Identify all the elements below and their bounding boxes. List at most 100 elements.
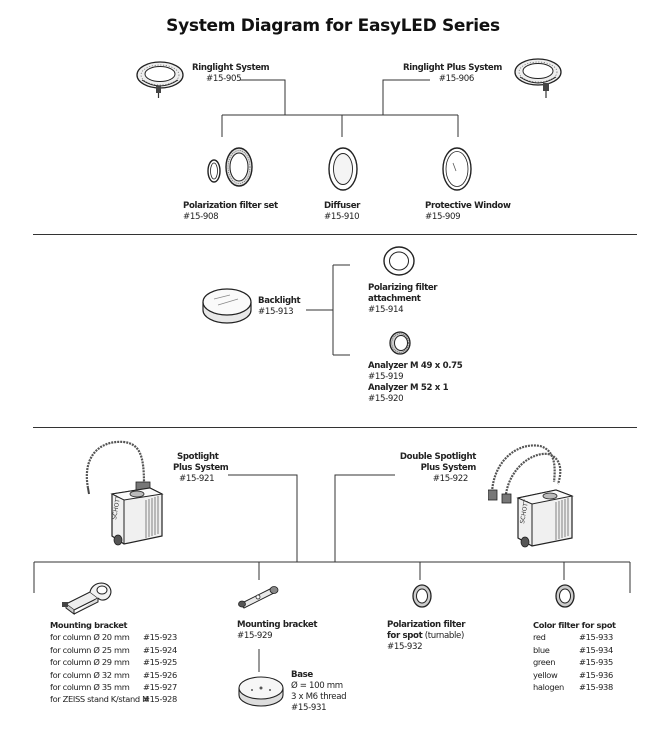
row-code: #15-927 (143, 681, 177, 692)
double-spotlight-icon: SCHOTT (488, 444, 574, 548)
ringlight-icon (136, 61, 184, 98)
table-row: yellow #15-936 (533, 669, 653, 681)
polarizing-attachment-icon (383, 246, 415, 276)
row-code: #15-935 (579, 657, 613, 668)
mounting-bracket-rod-name: Mounting bracket (237, 620, 318, 630)
protective-window-label: Protective Window #15-909 (425, 201, 511, 223)
protective-window-code: #15-909 (425, 212, 461, 222)
polarization-spot-note: (turnable) (424, 631, 465, 641)
row-label: yellow (533, 669, 558, 680)
row-code: #15-923 (143, 632, 177, 643)
row-label: for column Ø 29 mm (50, 657, 130, 668)
spotlight-connector (228, 474, 298, 562)
row-label: for column Ø 25 mm (50, 644, 130, 655)
row-code: #15-936 (579, 669, 613, 680)
color-filter-icon (555, 584, 575, 608)
double-spotlight-connector (334, 474, 395, 562)
mounting-bracket-rod-code: #15-929 (237, 631, 273, 641)
spotlight-label: Spotlight Plus System #15-921 (173, 452, 229, 485)
mounting-bracket-rod-label: Mounting bracket #15-929 (237, 620, 317, 642)
base-label: Base Ø = 100 mm 3 x M6 thread #15-931 (291, 670, 347, 714)
diffuser-name: Diffuser (324, 201, 361, 211)
table-row: red #15-933 (533, 631, 653, 643)
ringlight-name: Ringlight System (192, 63, 270, 73)
polarization-spot-label: Polarization filter for spot (turnable) … (387, 620, 466, 653)
row-code: #15-934 (579, 644, 613, 655)
protective-window-icon (442, 147, 472, 191)
row-code: #15-926 (143, 669, 177, 680)
ringlight-plus-icon (514, 58, 562, 98)
table-row: for column Ø 29 mm #15-925 (50, 656, 190, 668)
analyzer-code2: #15-920 (368, 394, 404, 404)
base-diameter: Ø = 100 mm (291, 681, 343, 691)
spotlight-name2: Plus System (173, 463, 229, 473)
polarizing-attachment-label: Polarizing filter attachment #15-914 (368, 283, 438, 316)
row-label: for ZEISS stand K/stand M (50, 694, 149, 705)
row-label: for column Ø 20 mm (50, 632, 130, 643)
polarization-spot-filter-icon (412, 584, 432, 608)
table-row: blue #15-934 (533, 644, 653, 656)
polarization-set-name: Polarization filter set (183, 201, 278, 211)
analyzer-name2: Analyzer M 52 x 1 (368, 383, 449, 393)
ringlight-plus-code: #15-906 (438, 74, 475, 84)
ringlight-plus-connector (382, 79, 430, 115)
svg-text:SCHOTT: SCHOTT (519, 499, 530, 525)
polarization-spot-code: #15-932 (387, 642, 423, 652)
base-code: #15-931 (291, 703, 327, 713)
diffuser-label: Diffuser #15-910 (324, 201, 360, 223)
row-code: #15-933 (579, 632, 613, 643)
table-row: for column Ø 32 mm #15-926 (50, 669, 190, 681)
ringlight-plus-label: Ringlight Plus System #15-906 (403, 63, 502, 85)
table-row: for ZEISS stand K/stand M#15-928 (50, 693, 190, 705)
double-spotlight-name2: Plus System (420, 463, 477, 473)
protective-window-name: Protective Window (425, 201, 511, 211)
color-filter-table: Color filter for spot red #15-933 blue #15… (533, 619, 653, 693)
color-filter-name: Color filter for spot (533, 620, 616, 630)
mounting-bracket-column-name: Mounting bracket (50, 620, 128, 630)
backlight-code: #15-913 (258, 307, 294, 317)
ringlight-label: Ringlight System #15-905 (192, 63, 270, 85)
analyzer-name1: Analyzer M 49 x 0.75 (368, 361, 463, 371)
polarization-set-label: Polarization filter set #15-908 (183, 201, 278, 223)
svg-text:SCHOTT: SCHOTT (111, 495, 122, 521)
mounting-bracket-column-table: Mounting bracket for column Ø 20 mm #15-9… (50, 619, 190, 706)
row-code: #15-938 (579, 681, 613, 692)
backlight-icon (202, 288, 252, 324)
table-row: green #15-935 (533, 656, 653, 668)
spotlight-code: #15-921 (179, 474, 215, 484)
polarizing-attachment-code: #15-914 (368, 305, 404, 315)
row-code: #15-928 (143, 694, 177, 705)
spotlight-icon: SCHOTT (85, 440, 164, 546)
row-label: halogen (533, 681, 564, 692)
diffuser-code: #15-910 (324, 212, 360, 222)
table-row: halogen #15-938 (533, 681, 653, 693)
backlight-label: Backlight #15-913 (258, 296, 301, 318)
double-spotlight-label: Double Spotlight Plus System #15-922 (400, 452, 476, 485)
row-label: blue (533, 644, 550, 655)
backlight-name: Backlight (258, 296, 301, 306)
analyzer-icon (389, 331, 411, 355)
polarization-spot-name2: for spot (387, 631, 423, 641)
analyzer-label: Analyzer M 49 x 0.75 #15-919 Analyzer M … (368, 361, 463, 405)
row-label: green (533, 657, 556, 668)
polarizing-attachment-name2: attachment (368, 294, 421, 304)
ringlight-code: #15-905 (206, 74, 242, 84)
row-code: #15-925 (143, 657, 177, 668)
base-icon (238, 676, 284, 707)
mounting-bracket-rod-icon (238, 586, 279, 609)
table-row: for column Ø 20 mm #15-923 (50, 631, 190, 643)
row-label: for column Ø 32 mm (50, 669, 130, 680)
ringlight-plus-name: Ringlight Plus System (402, 63, 502, 73)
polarization-filter-set-icon (207, 147, 253, 187)
double-spotlight-code: #15-922 (432, 474, 469, 484)
row-label: red (533, 632, 546, 643)
polarizing-attachment-name1: Polarizing filter (368, 283, 438, 293)
mounting-bracket-column-icon (62, 582, 112, 615)
row-code: #15-924 (143, 644, 177, 655)
diagram-title: System Diagram for EasyLED Series (166, 16, 500, 36)
row-label: for column Ø 35 mm (50, 681, 130, 692)
base-name: Base (291, 670, 313, 680)
analyzer-code1: #15-919 (368, 372, 404, 382)
base-thread: 3 x M6 thread (291, 692, 347, 702)
